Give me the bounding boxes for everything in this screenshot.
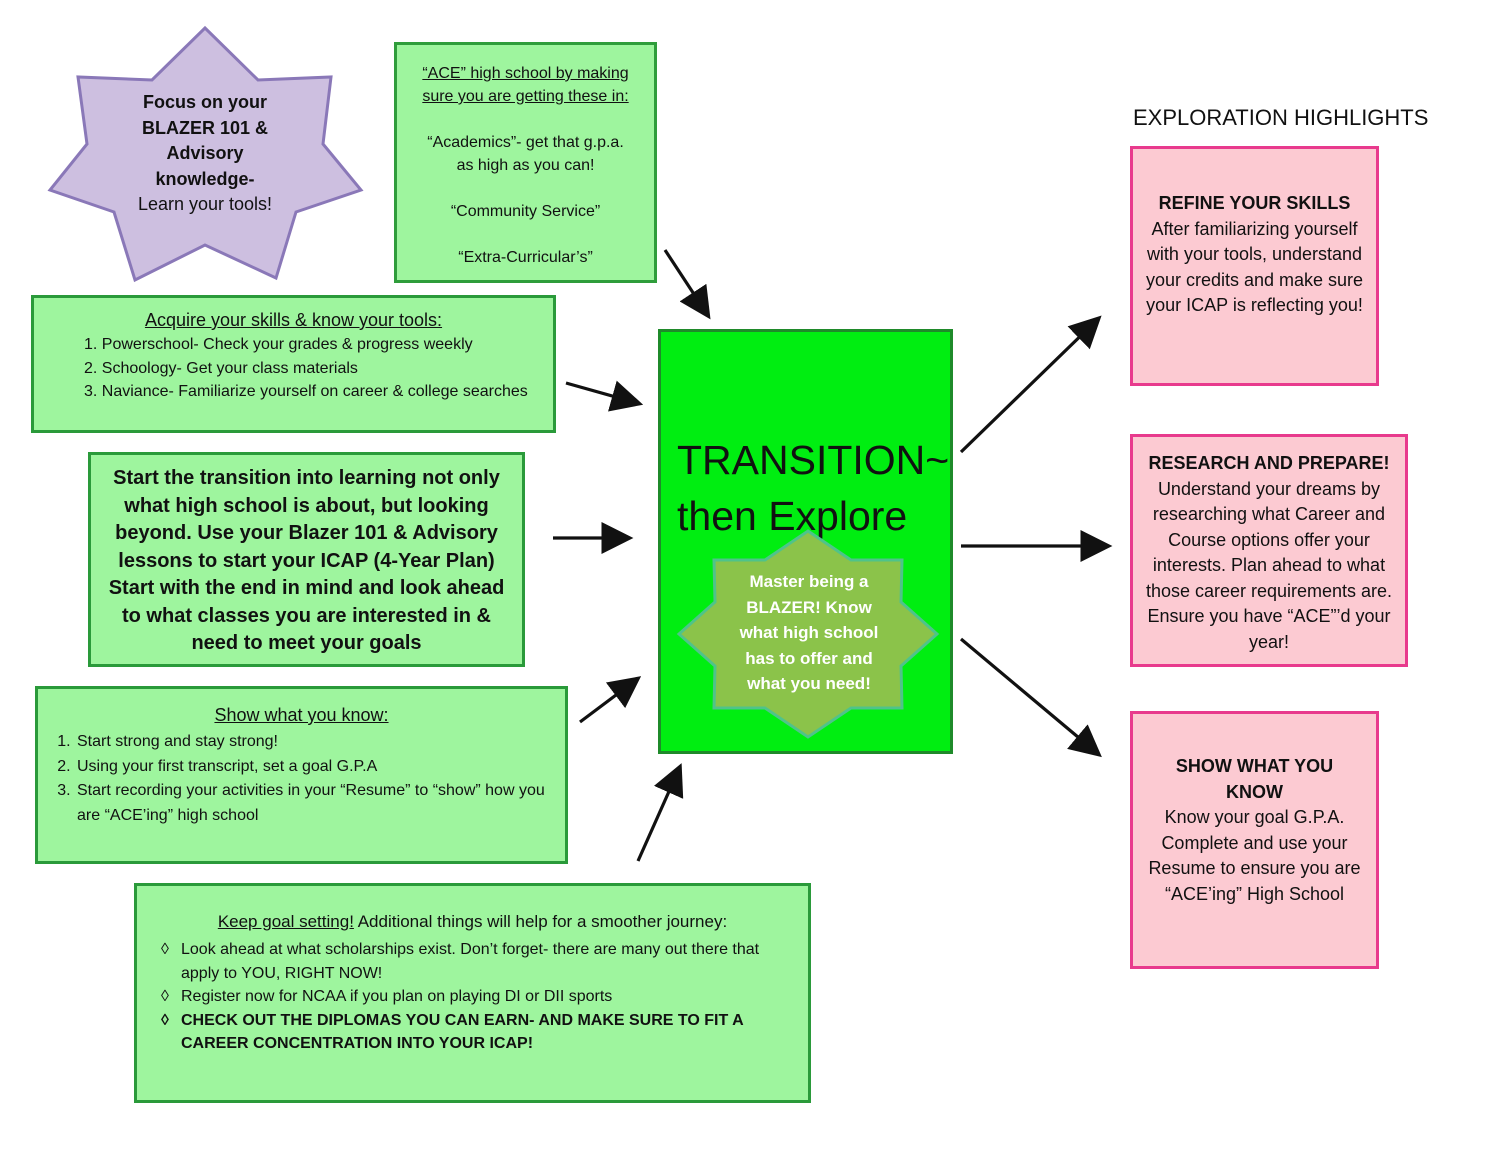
master-star-text: Master being a BLAZER! Know what high sc… (739, 572, 879, 693)
ace-academics-1: “Academics”- get that g.p.a. (427, 134, 624, 151)
focus-star-text: Focus on your BLAZER 101 & Advisory know… (110, 90, 300, 218)
center-title: TRANSITION~ then Explore (677, 432, 949, 544)
center-title-line-2: then Explore (677, 493, 908, 539)
transition-text: Start the transition into learning not o… (108, 467, 505, 654)
ace-title-1: “ACE” high school by making (422, 65, 629, 82)
list-item: Start strong and stay strong! (75, 730, 565, 755)
list-item: ◊ Look ahead at what scholarships exist. … (161, 938, 781, 985)
acquire-list: Powerschool- Check your grades & progres… (84, 333, 528, 404)
focus-line-1: Focus on your (142, 92, 267, 112)
ace-box: “ACE” high school by making sure you are… (394, 42, 657, 283)
diamond-bullet-icon: ◊ (161, 988, 169, 1005)
goal-item-text: Register now for NCAA if you plan on pla… (181, 988, 613, 1005)
show-list: Start strong and stay strong! Using your… (55, 730, 565, 828)
list-item: Powerschool- Check your grades & progres… (84, 333, 528, 357)
refine-title: REFINE YOUR SKILLS (1158, 193, 1351, 213)
showknow-title-1: SHOW WHAT YOU (1175, 756, 1334, 776)
show-what-you-know-highlight-box: SHOW WHAT YOU KNOW Know your goal G.P.A.… (1130, 711, 1379, 969)
research-prepare-box: RESEARCH AND PREPARE! Understand your dr… (1130, 434, 1408, 667)
ace-extracurricular: “Extra-Curricular’s” (458, 249, 593, 266)
showknow-body: Know your goal G.P.A. Complete and use y… (1148, 807, 1361, 904)
list-item: Using your first transcript, set a goal … (75, 755, 565, 780)
arrow-show-to-center (579, 676, 642, 724)
center-title-line-1: TRANSITION~ (677, 437, 950, 483)
ace-community: “Community Service” (450, 203, 601, 220)
goal-title-underlined: Keep goal setting! (217, 912, 354, 931)
arrow-ace-to-center (663, 249, 711, 320)
exploration-heading: EXPLORATION HIGHLIGHTS (1133, 105, 1429, 130)
acquire-title: Acquire your skills & know your tools: (144, 310, 443, 330)
list-item: ◊ CHECK OUT THE DIPLOMAS YOU CAN EARN- AN… (161, 1009, 781, 1056)
focus-star: Focus on your BLAZER 101 & Advisory know… (40, 22, 370, 287)
list-item: Naviance- Familiarize yourself on career… (84, 380, 528, 404)
goal-title-rest: Additional things will help for a smooth… (353, 912, 728, 931)
master-star: Master being a BLAZER! Know what high sc… (676, 528, 940, 740)
goal-setting-box: Keep goal setting! Additional things wil… (134, 883, 811, 1103)
purple-star-shape (47, 25, 364, 283)
arrow-center-to-showknow (959, 637, 1102, 758)
arrow-acquire-to-center (565, 380, 644, 412)
list-item: Start recording your activities in your … (75, 779, 565, 828)
focus-line-5: Learn your tools! (137, 194, 273, 214)
refine-body: After familiarizing yourself with your t… (1145, 218, 1364, 316)
show-title: Show what you know: (214, 705, 389, 725)
acquire-skills-box: Acquire your skills & know your tools: P… (31, 295, 556, 433)
arrow-goal-to-center (636, 763, 684, 862)
research-title: RESEARCH AND PREPARE! (1148, 453, 1390, 473)
ace-title-2: sure you are getting these in: (422, 88, 629, 105)
research-body: Understand your dreams by researching wh… (1145, 478, 1393, 652)
goal-item-text: CHECK OUT THE DIPLOMAS YOU CAN EARN- AND… (181, 1011, 744, 1053)
transition-box: Start the transition into learning not o… (88, 452, 525, 667)
diamond-bullet-icon: ◊ (161, 941, 169, 958)
list-item: Schoology- Get your class materials (84, 357, 528, 381)
goal-item-text: Look ahead at what scholarships exist. D… (181, 941, 760, 982)
show-what-you-know-box: Show what you know: Start strong and sta… (35, 686, 568, 864)
diamond-bullet-icon: ◊ (161, 1011, 169, 1029)
focus-line-3: Advisory (166, 143, 244, 163)
goal-title: Keep goal setting! Additional things wil… (137, 912, 808, 932)
goal-list: ◊ Look ahead at what scholarships exist. … (161, 938, 781, 1056)
showknow-title-2: KNOW (1226, 781, 1283, 802)
ace-academics-2: as high as you can! (456, 157, 595, 174)
list-item: ◊ Register now for NCAA if you plan on pl… (161, 985, 781, 1009)
arrow-center-to-refine (959, 315, 1102, 454)
focus-line-4: knowledge- (155, 168, 255, 189)
focus-line-2: BLAZER 101 & (141, 117, 269, 138)
green-star-shape (676, 529, 940, 739)
refine-skills-box: REFINE YOUR SKILLS After familiarizing y… (1130, 146, 1379, 386)
